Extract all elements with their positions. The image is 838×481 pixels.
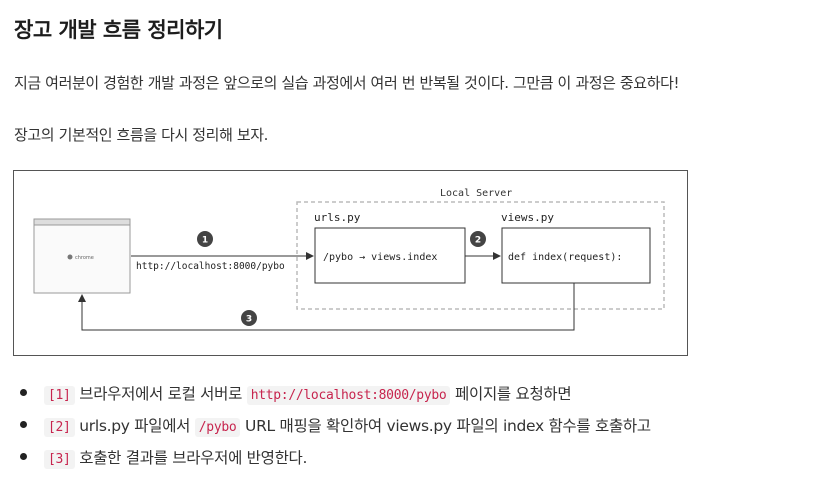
urls-title: urls.py — [314, 211, 361, 224]
browser-window: chrome — [33, 218, 131, 294]
django-flow-diagram: chrome Local Server urls.py /pybo → view… — [13, 170, 688, 356]
local-server-label: Local Server — [440, 188, 512, 199]
browser-label: chrome — [75, 255, 94, 261]
step-tag: [1] — [44, 386, 75, 405]
step-text: 호출한 결과를 브라우저에 반영한다. — [79, 449, 308, 467]
step-tag: [2] — [44, 418, 75, 437]
summary-paragraph: 장고의 기본적인 흐름을 다시 정리해 보자. — [14, 126, 269, 144]
step-3-number: 3 — [246, 315, 252, 325]
bullet-icon — [20, 453, 27, 460]
page-title: 장고 개발 흐름 정리하기 — [14, 18, 223, 42]
chrome-icon — [67, 254, 73, 260]
step-code: http://localhost:8000/pybo — [246, 386, 451, 405]
step-list: [1] 브라우저에서 로컬 서버로 http://localhost:8000/… — [0, 382, 651, 478]
request-url: http://localhost:8000/pybo — [136, 261, 285, 272]
views-content: def index(request): — [508, 252, 622, 263]
step-text-after: URL 매핑을 확인하여 views.py 파일의 index 함수를 호출하고 — [245, 417, 651, 435]
step-1-number: 1 — [202, 236, 208, 246]
urls-box — [314, 227, 466, 284]
local-server-box — [296, 201, 665, 310]
list-item: [1] 브라우저에서 로컬 서버로 http://localhost:8000/… — [0, 382, 651, 414]
step-code: /pybo — [194, 418, 241, 437]
step-3-marker — [241, 310, 257, 326]
step-1-marker — [197, 231, 213, 247]
step-2-marker — [470, 231, 486, 247]
step-text-after: 페이지를 요청하면 — [455, 385, 572, 403]
step-text: urls.py 파일에서 — [79, 417, 191, 435]
step-text: 브라우저에서 로컬 서버로 — [79, 385, 243, 403]
step-tag: [3] — [44, 450, 75, 469]
views-box — [501, 227, 651, 284]
urls-content: /pybo → views.index — [323, 252, 437, 263]
views-title: views.py — [501, 211, 554, 224]
bullet-icon — [20, 389, 27, 396]
list-item: [2] urls.py 파일에서 /pybo URL 매핑을 확인하여 view… — [0, 414, 651, 446]
intro-paragraph: 지금 여러분이 경험한 개발 과정은 앞으로의 실습 과정에서 여러 번 반복될… — [14, 74, 680, 92]
bullet-icon — [20, 421, 27, 428]
response-arrow — [78, 283, 575, 331]
step-2-number: 2 — [475, 236, 481, 246]
list-item: [3] 호출한 결과를 브라우저에 반영한다. — [0, 446, 651, 478]
